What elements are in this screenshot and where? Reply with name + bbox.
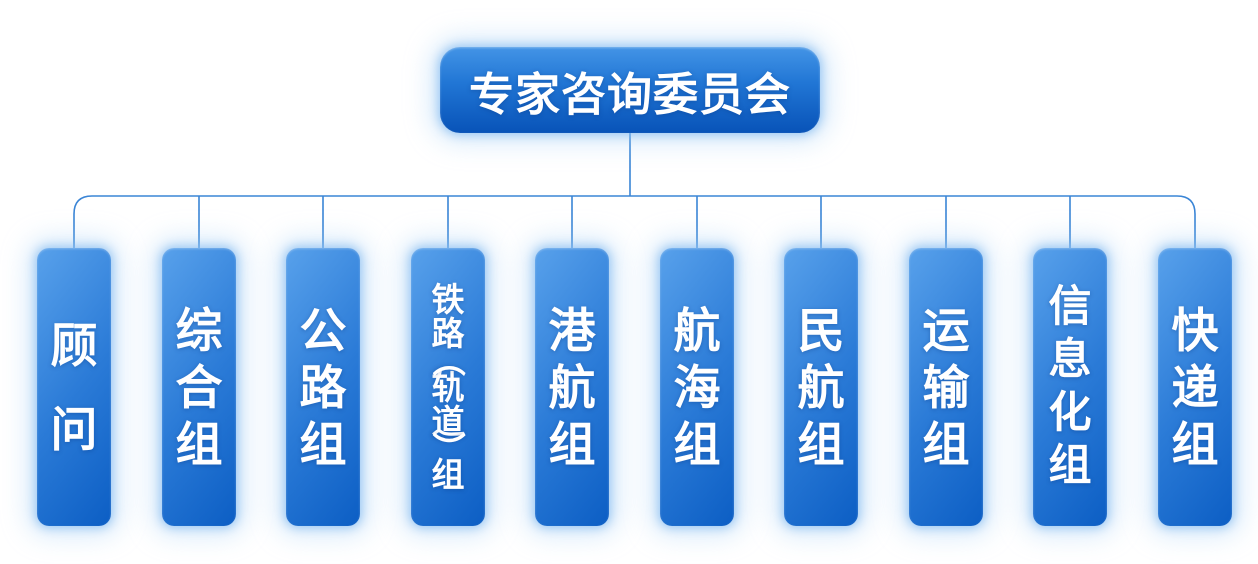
char-glyph: 组 xyxy=(922,417,970,471)
char-glyph: 组 xyxy=(1171,417,1219,471)
char-glyph: 信 xyxy=(1048,283,1092,331)
char-glyph: 快 xyxy=(1171,303,1219,357)
char-glyph: 航 xyxy=(548,360,596,414)
char-glyph: 输 xyxy=(922,360,970,414)
char-glyph: 息 xyxy=(1048,336,1092,384)
char-glyph: 顾 xyxy=(50,318,98,372)
org-box: 公路组 xyxy=(286,248,360,526)
char-glyph: 递 xyxy=(1171,360,1219,414)
char-glyph: 组 xyxy=(797,417,845,471)
org-box-label: 快递组 xyxy=(1158,248,1232,526)
char-glyph: 路 xyxy=(299,360,347,414)
char-glyph: 航 xyxy=(797,360,845,414)
org-box: 航海组 xyxy=(660,248,734,526)
char-glyph: 海 xyxy=(673,360,721,414)
org-box: 快递组 xyxy=(1158,248,1232,526)
org-box-label: 铁路（轨道）组 xyxy=(411,248,485,526)
paren-glyph: ） xyxy=(429,431,467,465)
root-node-label: 专家咨询委员会 xyxy=(468,68,791,120)
root-node: 专家咨询委员会 xyxy=(440,47,820,133)
org-box: 综合组 xyxy=(162,248,236,526)
org-box: 港航组 xyxy=(535,248,609,526)
org-box-label: 港航组 xyxy=(535,248,609,526)
connector-path xyxy=(73,133,1196,250)
char-glyph: 航 xyxy=(673,303,721,357)
org-box: 顾问 xyxy=(37,248,111,526)
char-glyph: 民 xyxy=(797,303,845,357)
org-box-label: 综合组 xyxy=(162,248,236,526)
org-box: 运输组 xyxy=(909,248,983,526)
char-glyph: 港 xyxy=(548,303,596,357)
char-glyph: 组 xyxy=(1048,442,1092,490)
char-glyph: 组 xyxy=(299,417,347,471)
org-box: 信息化组 xyxy=(1033,248,1107,526)
char-glyph: 综 xyxy=(175,303,223,357)
org-box-label: 航海组 xyxy=(660,248,734,526)
char-glyph: 组 xyxy=(548,417,596,471)
org-box-label: 顾问 xyxy=(37,248,111,526)
char-glyph: 合 xyxy=(175,360,223,414)
org-box-label: 民航组 xyxy=(784,248,858,526)
char-glyph: 道 xyxy=(431,402,465,440)
char-glyph: 组 xyxy=(175,417,223,471)
org-box-label: 运输组 xyxy=(909,248,983,526)
org-box: 民航组 xyxy=(784,248,858,526)
org-box-label: 信息化组 xyxy=(1033,248,1107,526)
char-glyph: 化 xyxy=(1048,389,1092,437)
char-glyph: 运 xyxy=(922,303,970,357)
char-glyph: 轨 xyxy=(431,368,465,406)
org-box-label: 公路组 xyxy=(286,248,360,526)
char-glyph: 公 xyxy=(299,303,347,357)
paren-glyph: （ xyxy=(429,343,467,377)
char-glyph: 铁 xyxy=(431,281,465,319)
char-glyph: 问 xyxy=(50,402,98,456)
char-glyph: 组 xyxy=(673,417,721,471)
char-glyph: 组 xyxy=(431,455,465,493)
org-box: 铁路（轨道）组 xyxy=(411,248,485,526)
char-glyph: 路 xyxy=(431,315,465,353)
